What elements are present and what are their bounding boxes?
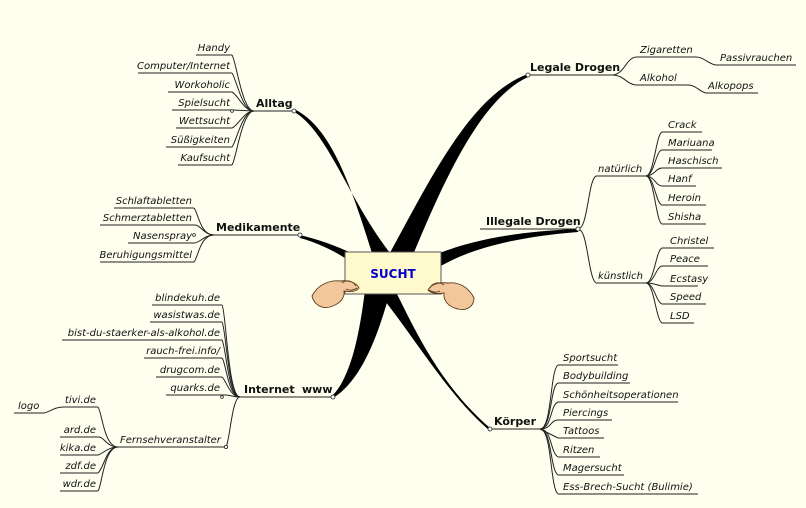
branch-label-medikamente: Medikamente <box>216 221 300 234</box>
branch-label-legal: Legale Drogen <box>530 61 620 74</box>
medikamente-item: Beruhigungsmittel <box>100 250 193 261</box>
internet-item: bist-du-staerker-als-alkohol.de <box>68 328 220 339</box>
sub-label-natuerlich: natürlich <box>598 164 642 175</box>
internet-item: rauch-frei.info/ <box>146 346 222 357</box>
internet-item: quarks.de <box>170 383 220 394</box>
koerper-item: Magersucht <box>563 463 623 474</box>
fernsehen-item: zdf.de <box>64 461 96 472</box>
left-hand-icon <box>311 280 360 308</box>
alltag-item: Süßigkeiten <box>171 135 230 146</box>
branch-label-illegal: Illegale Drogen <box>486 215 581 228</box>
koerper-item: Ritzen <box>563 445 594 456</box>
sub-label-passivrauchen: Passivrauchen <box>720 53 792 64</box>
alltag-item: Workoholic <box>174 80 230 91</box>
sub-label-tivi-logo: logo <box>18 401 39 412</box>
kuenstlich-item: Speed <box>670 292 702 303</box>
center-node: SUCHT <box>311 251 475 310</box>
natuerlich-item: Mariuana <box>668 138 715 149</box>
natuerlich-item: Hanf <box>668 174 693 185</box>
branch-shape-illegal <box>412 229 578 280</box>
fernsehen-item: tivi.de <box>65 395 96 406</box>
sub-label-kuenstlich: künstlich <box>598 271 643 282</box>
alltag-item: Kaufsucht <box>181 153 232 164</box>
branch-label-www: www <box>302 383 333 396</box>
natuerlich-item: Heroin <box>668 193 701 204</box>
alltag-item: Computer/Internet <box>137 61 231 72</box>
center-label: SUCHT <box>370 267 416 281</box>
alltag-item: Spielsucht <box>178 98 231 109</box>
natuerlich-item: Haschisch <box>668 156 719 167</box>
sub-label-alkohol: Alkohol <box>639 73 677 84</box>
right-hand-icon <box>427 282 475 310</box>
sub-label-alkopops: Alkopops <box>707 81 754 92</box>
branch-label-koerper: Körper <box>494 415 537 428</box>
medikamente-item: Nasenspray <box>133 231 193 242</box>
koerper-item: Bodybuilding <box>563 371 628 382</box>
alltag-item: Wettsucht <box>179 116 231 127</box>
koerper-item: Piercings <box>563 408 608 419</box>
koerper-item: Schönheitsoperationen <box>563 390 679 401</box>
connector-lines <box>14 54 796 495</box>
koerper-item: Ess-Brech-Sucht (Bulimie) <box>563 482 693 493</box>
sub-label-fernsehen: Fernsehveranstalter <box>120 435 222 446</box>
branch-shape-koerper <box>378 290 490 431</box>
sub-labels: Fernsehveranstalter logo Zigaretten Pass… <box>18 45 792 446</box>
natuerlich-item: Crack <box>668 120 698 131</box>
fernsehen-item: wdr.de <box>63 479 96 490</box>
branch-label-internet: Internet <box>244 383 295 396</box>
kuenstlich-item: Christel <box>670 236 708 247</box>
medikamente-item: Schmerztabletten <box>103 213 192 224</box>
node-dots <box>192 72 581 449</box>
internet-item: blindekuh.de <box>155 293 220 304</box>
kuenstlich-item: Peace <box>670 254 700 265</box>
branch-shape-legal <box>385 74 528 262</box>
branch-shape-internet <box>333 290 390 398</box>
kuenstlich-item: Ecstasy <box>670 274 709 285</box>
internet-item: wasistwas.de <box>153 310 220 321</box>
koerper-item: Tattoos <box>563 426 599 437</box>
fernsehen-item: ard.de <box>64 425 96 436</box>
main-labels: Alltag Medikamente Internet www Legale D… <box>216 61 620 428</box>
koerper-item: Sportsucht <box>563 353 618 364</box>
kuenstlich-item: LSD <box>670 311 690 322</box>
fernsehen-item: kika.de <box>60 443 96 454</box>
leaf-labels: HandyComputer/InternetWorkoholicSpielsuc… <box>60 43 719 493</box>
medikamente-item: Schlaftabletten <box>116 196 192 207</box>
natuerlich-item: Shisha <box>668 212 701 223</box>
sub-label-zigaretten: Zigaretten <box>639 45 693 56</box>
center-card <box>344 251 442 295</box>
internet-item: drugcom.de <box>160 365 220 376</box>
alltag-item: Handy <box>198 43 231 54</box>
branch-label-alltag: Alltag <box>256 97 293 110</box>
